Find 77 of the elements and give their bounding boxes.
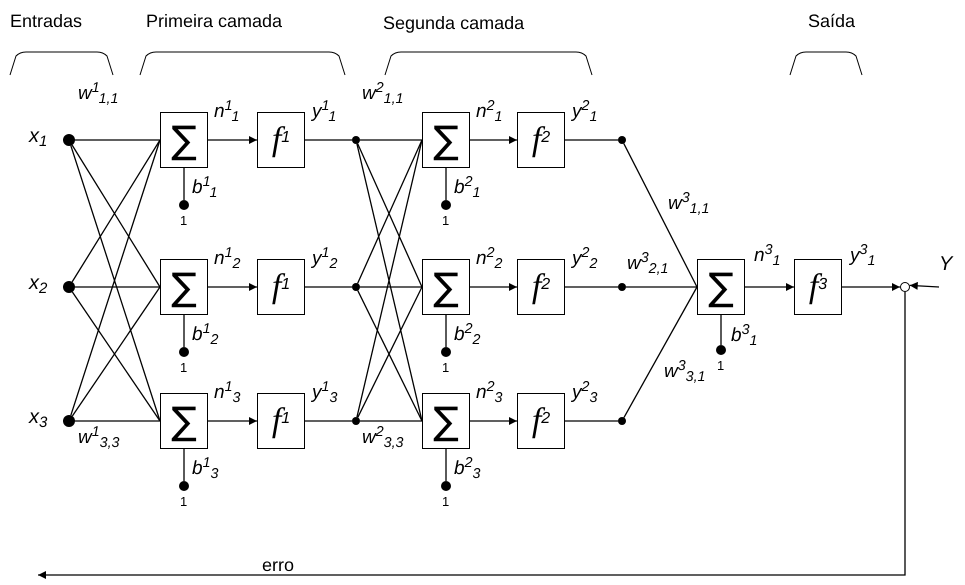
output-label: Y [939, 254, 965, 288]
sum-symbol: ∑ [171, 268, 197, 306]
activation-box [257, 259, 305, 315]
activation-box [517, 393, 565, 449]
summation-box [697, 259, 745, 315]
comparison-point [900, 282, 910, 292]
connector-line [565, 286, 618, 288]
summation-box [160, 259, 208, 315]
arrow [470, 283, 517, 291]
connector-line [445, 315, 447, 347]
arrow [38, 292, 906, 579]
activation-box [517, 259, 565, 315]
connector-line [623, 286, 698, 418]
connector-line [565, 139, 618, 141]
bias-input-value: 1 [442, 361, 450, 374]
arrow [208, 417, 257, 425]
connector-line [305, 139, 352, 141]
arrow [208, 136, 257, 144]
connector-line [720, 315, 722, 345]
sum-symbol: ∑ [171, 121, 197, 159]
connector-line [360, 420, 422, 422]
connector-line [360, 139, 422, 141]
bias-input-value: 1 [717, 359, 724, 372]
bias-input-value: 1 [180, 495, 188, 508]
summation-box [422, 259, 470, 315]
connector-line [445, 449, 447, 481]
activation-box [257, 393, 305, 449]
function-symbol: f$^{2}$ [532, 270, 550, 304]
sum-symbol: ∑ [433, 402, 459, 440]
function-symbol: f$^{2}$ [532, 123, 550, 157]
sum-symbol: ∑ [433, 268, 459, 306]
input-label: x$_{3}$ [29, 407, 48, 427]
function-symbol: f$^{1}$ [272, 270, 290, 304]
input-label: x$_{2}$ [29, 273, 48, 293]
activation-box [517, 112, 565, 168]
arrow [842, 283, 900, 291]
summation-box [422, 112, 470, 168]
connector-line [305, 286, 352, 288]
arrow [910, 282, 940, 290]
function-symbol: f$^{2}$ [532, 404, 550, 438]
summation-box [160, 393, 208, 449]
edge-label: erro [262, 556, 294, 574]
connector-line [626, 286, 697, 288]
arrow [470, 417, 517, 425]
layer-title: Entradas [10, 12, 82, 30]
summation-box [160, 112, 208, 168]
connector-line [360, 286, 422, 288]
layer-title: Primeira camada [146, 12, 282, 30]
function-symbol: f$^{1}$ [272, 123, 290, 157]
layer-title: Saída [808, 12, 856, 30]
connector-line [445, 168, 447, 200]
activation-box [794, 259, 842, 315]
connector-line [305, 420, 352, 422]
arrow [745, 283, 794, 291]
connector-line [183, 315, 185, 347]
connector-line [75, 139, 160, 141]
connector-line [183, 449, 185, 481]
input-label: x$_{1}$ [29, 126, 48, 146]
sum-symbol: ∑ [171, 402, 197, 440]
layer-title: Segunda camada [383, 14, 524, 32]
bias-input-value: 1 [180, 361, 188, 374]
summation-box [422, 393, 470, 449]
arrow [470, 136, 517, 144]
function-symbol: f$^{3}$ [808, 270, 828, 304]
sum-symbol: ∑ [433, 121, 459, 159]
connector-line [623, 143, 698, 288]
connector-line [565, 420, 618, 422]
bias-input-value: 1 [180, 214, 188, 227]
bias-input-value: 1 [442, 495, 450, 508]
activation-box [257, 112, 305, 168]
bias-input-value: 1 [442, 214, 450, 227]
connector-line [75, 286, 160, 288]
sum-symbol: ∑ [708, 268, 734, 306]
function-symbol: f$^{1}$ [272, 404, 290, 438]
connector-line [75, 420, 160, 422]
connector-line [183, 168, 185, 200]
arrow [208, 283, 257, 291]
